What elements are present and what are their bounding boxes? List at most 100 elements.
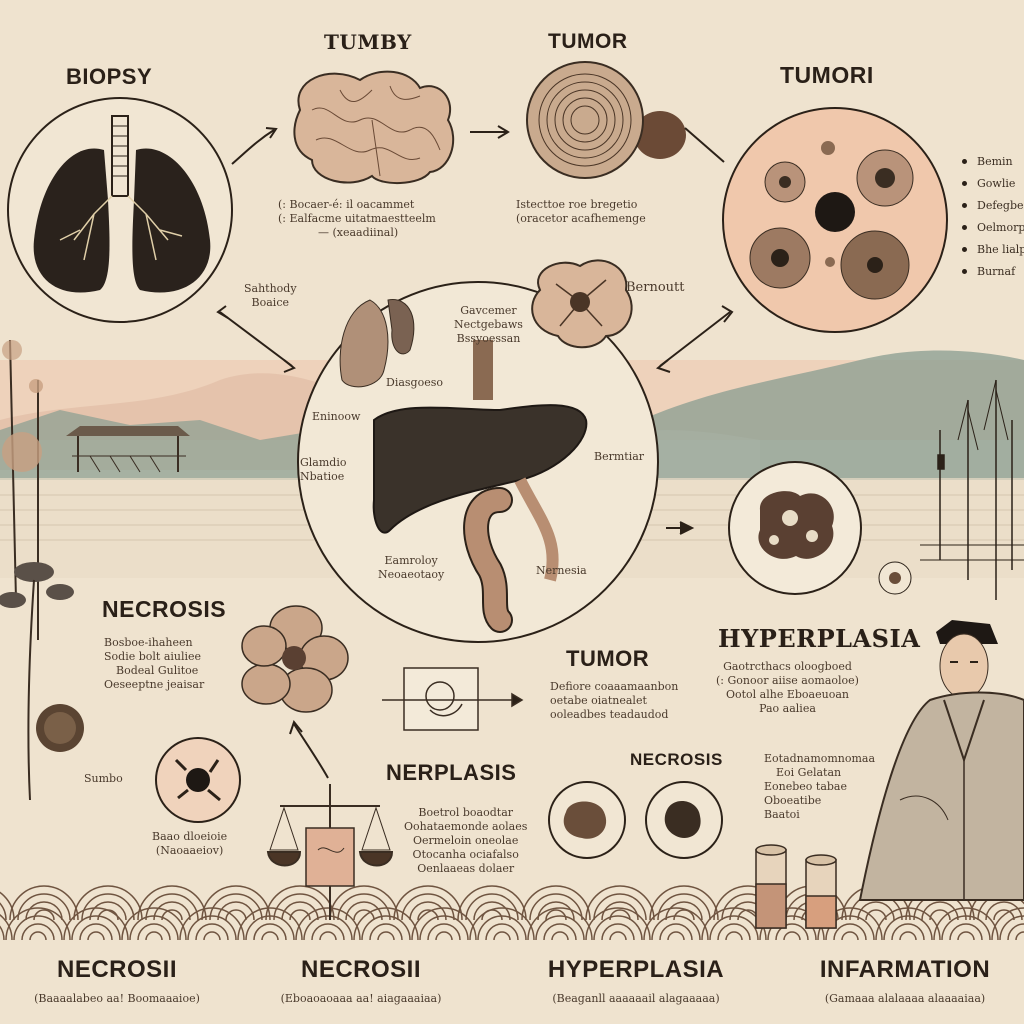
heading-nerplasis: NERPLASIS xyxy=(386,760,517,785)
wave-arc xyxy=(273,893,327,921)
wave-arc xyxy=(13,915,63,941)
heading-biopsy: BIOPSY xyxy=(66,64,153,89)
eamroloy-caption: Eamroloy Neoaeotaoy xyxy=(378,554,445,581)
wave-arc xyxy=(857,901,895,921)
wave-arc xyxy=(261,931,279,941)
wave-arc xyxy=(21,923,55,941)
sumbo-caption: Sumbo xyxy=(84,772,123,785)
lungs-illustration xyxy=(7,97,233,323)
wave-arc xyxy=(601,901,639,921)
wave-arc xyxy=(0,891,15,921)
wave-arc xyxy=(281,901,319,921)
wave-arc xyxy=(419,915,469,941)
wave-arc xyxy=(195,923,229,941)
wave-arc xyxy=(457,885,527,921)
central-organ-illustration xyxy=(297,281,659,643)
bottom-item-1: NECROSII (Baaaalabeo aa! Boomaaaioe) xyxy=(12,956,222,1005)
wave-arc xyxy=(481,909,503,921)
list-item: Bhe lialp xyxy=(962,238,1024,260)
specimen-jars-icon xyxy=(755,844,837,929)
wave-arc xyxy=(649,885,719,921)
wave-arc xyxy=(0,902,7,921)
wave-arc xyxy=(417,909,439,921)
bottom-title: NECROSII xyxy=(300,956,421,983)
sahthody-caption: Sahthody Boaice xyxy=(244,282,297,309)
bone-caption: Baao dloeioie (Naoaaeiov) xyxy=(152,830,228,857)
wave-arc xyxy=(369,923,403,941)
wave-arc xyxy=(709,915,759,941)
wave-arc xyxy=(841,931,859,941)
tumor-mid-caption: Defiore coaaamaanbon oetabe oiatnealet o… xyxy=(550,680,679,721)
wave-arc xyxy=(529,893,583,921)
heading-tumby: TUMBY xyxy=(324,30,412,54)
bottom-title: NECROSII xyxy=(56,956,177,983)
wave-arc xyxy=(201,885,271,921)
wave-arc xyxy=(609,909,631,921)
wave-arc xyxy=(393,885,463,921)
list-item: Bemin xyxy=(962,150,1024,172)
tumby-tissue-illustration xyxy=(293,70,455,185)
list-item: Gowlie xyxy=(962,172,1024,194)
tumor-caption: Istecttoe roe bregetio (oracetor acafhem… xyxy=(516,198,646,225)
bernoutt-caption: Bernoutt xyxy=(626,280,685,295)
bottom-subtitle: (Eboaoaoaaa aa! aiagaaaiaa) xyxy=(280,992,442,1005)
eninoow-caption: Eninoow xyxy=(312,410,361,423)
wave-arc xyxy=(187,915,237,941)
wave-arc xyxy=(17,893,71,921)
wave-arc xyxy=(465,893,519,921)
wave-arc xyxy=(673,909,695,921)
wave-pattern xyxy=(0,885,1024,1024)
specimen-box-icon xyxy=(382,667,524,731)
wave-arc xyxy=(717,923,751,941)
tumor-section-illustration xyxy=(526,61,686,179)
flow-arrows xyxy=(216,125,734,779)
list-item: Burnaf xyxy=(962,260,1024,282)
wave-arc xyxy=(89,901,127,921)
necrosis-flower-illustration xyxy=(241,605,349,713)
wave-arc xyxy=(0,925,5,941)
wave-arc xyxy=(435,931,453,941)
bottom-item-4: INFARMATION (Gamaaa alalaaaa alaaaaiaa) xyxy=(792,956,1018,1005)
wave-arc xyxy=(209,893,263,921)
lens-cell-illustration xyxy=(155,737,241,823)
wave-arc xyxy=(145,931,163,941)
bottom-item-2: NECROSII (Eboaoaoaaa aa! aiagaaaiaa) xyxy=(256,956,466,1005)
bottom-title: INFARMATION xyxy=(819,956,991,983)
wave-arc xyxy=(1015,931,1024,941)
tumby-caption: (: Bocaer-é: il oacammet (: Ealfacme uit… xyxy=(278,198,436,239)
wave-arc xyxy=(521,885,591,921)
wave-arc xyxy=(9,885,79,921)
wave-arc xyxy=(585,885,655,921)
petri-dish-illustration xyxy=(722,107,948,333)
nerplasis-caption: Boetrol boaodtar Oohataemonde aolaes Oer… xyxy=(404,806,528,875)
cluster-cell-illustration xyxy=(728,461,912,595)
wave-arc xyxy=(153,901,191,921)
wave-arc xyxy=(87,931,105,941)
wave-arc xyxy=(485,923,519,941)
wave-arc xyxy=(665,901,703,921)
wave-arc xyxy=(71,915,121,941)
wave-arc xyxy=(137,885,207,921)
diasgoeso-caption: Diasgoeso xyxy=(386,376,443,389)
bottom-title: HYPERPLASIA xyxy=(547,956,725,983)
wave-arc xyxy=(329,885,399,921)
wave-arc xyxy=(311,923,345,941)
wave-arc xyxy=(537,901,575,921)
wave-arc xyxy=(993,909,1015,921)
heading-necrosis-small: NECROSIS xyxy=(630,750,723,769)
wave-arc xyxy=(667,931,685,941)
wave-arc xyxy=(725,931,743,941)
wave-arc xyxy=(289,909,311,921)
wave-arc xyxy=(985,901,1023,921)
wave-arc xyxy=(957,931,975,941)
wave-arc xyxy=(601,923,635,941)
wave-arc xyxy=(659,923,693,941)
left-flora-icon xyxy=(0,339,84,801)
wave-arc xyxy=(303,915,353,941)
heading-tumori: TUMORI xyxy=(780,62,874,88)
scholar-figure-illustration xyxy=(858,620,1024,901)
wave-arc xyxy=(921,901,959,921)
heading-hyperplasia-right: HYPERPLASIA xyxy=(718,624,921,653)
